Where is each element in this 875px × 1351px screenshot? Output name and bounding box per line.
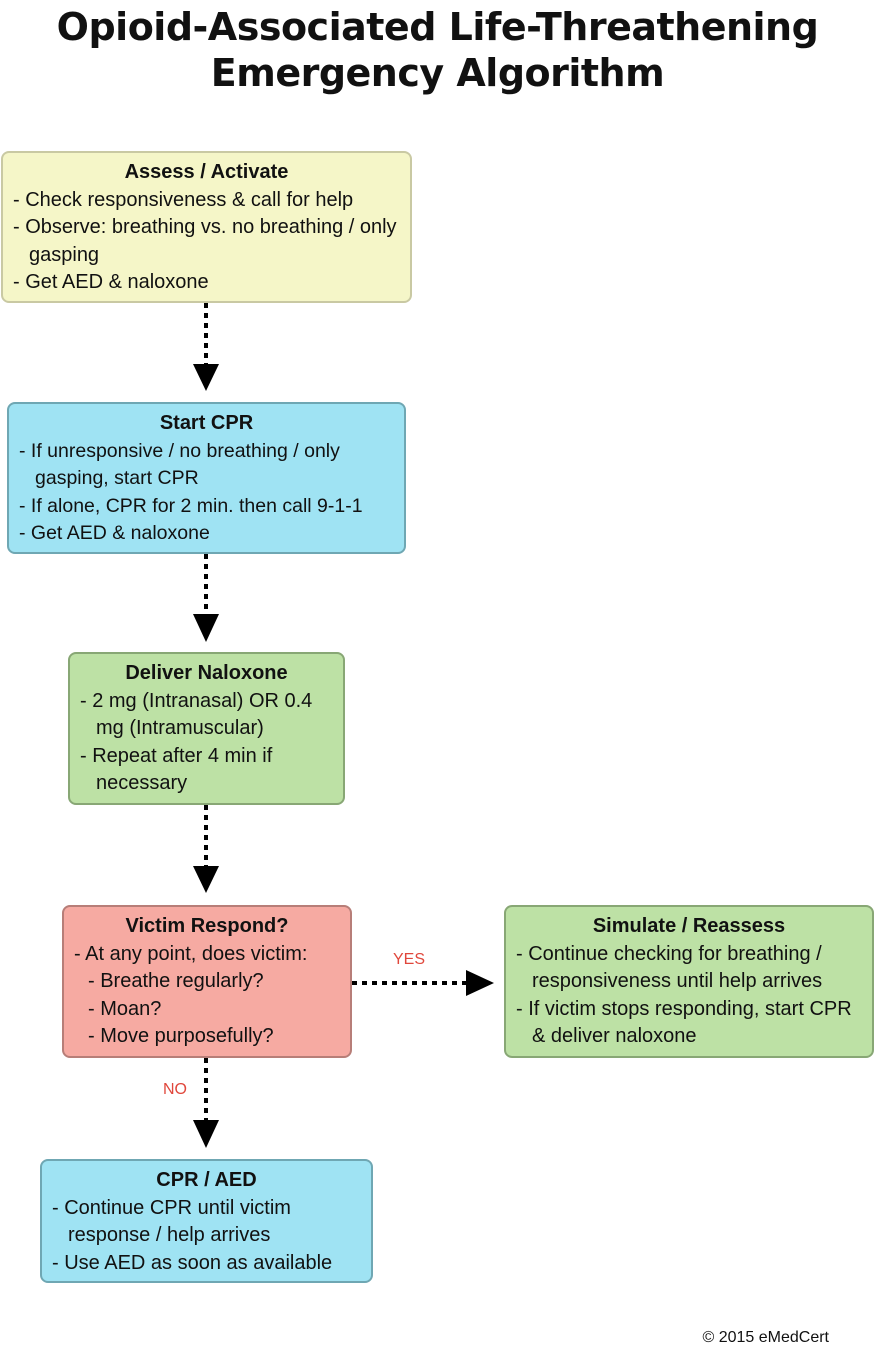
yes-label: YES <box>393 951 426 968</box>
arrowhead-down-1 <box>193 364 219 391</box>
assess-list: Check responsiveness & call for help Obs… <box>13 187 400 297</box>
start-cpr-heading: Start CPR <box>159 412 254 434</box>
respond-subitem: Breathe regularly? <box>74 968 340 996</box>
deliver-naloxone-box: Deliver Naloxone 2 mg (Intranasal) OR 0.… <box>68 652 345 805</box>
title-line-2: Emergency Algorithm <box>210 51 665 95</box>
cpr-aed-list: Continue CPR until victim response / hel… <box>52 1195 361 1278</box>
reassess-list: Continue checking for breathing / respon… <box>516 941 862 1051</box>
start-cpr-item: If unresponsive / no breathing / only ga… <box>19 438 394 493</box>
start-cpr-list: If unresponsive / no breathing / only ga… <box>19 438 394 548</box>
respond-heading: Victim Respond? <box>125 915 289 937</box>
assess-activate-box: Assess / Activate Check responsiveness &… <box>1 151 412 303</box>
cpr-aed-heading: CPR / AED <box>156 1169 257 1191</box>
assess-heading: Assess / Activate <box>124 161 289 183</box>
cpr-aed-box: CPR / AED Continue CPR until victim resp… <box>40 1159 373 1283</box>
page-title: Opioid-Associated Life-Threathening Emer… <box>0 4 875 96</box>
reassess-heading: Simulate / Reassess <box>592 915 786 937</box>
respond-subitem: Move purposefully? <box>74 1023 340 1051</box>
cpr-aed-item: Use AED as soon as available <box>52 1250 361 1278</box>
arrowhead-right <box>466 970 494 996</box>
arrowhead-down-4 <box>193 1120 219 1148</box>
reassess-item: If victim stops responding, start CPR & … <box>516 996 862 1051</box>
copyright-text: © 2015 eMedCert <box>702 1329 829 1346</box>
title-line-1: Opioid-Associated Life-Threathening <box>56 5 819 49</box>
start-cpr-item: If alone, CPR for 2 min. then call 9-1-1 <box>19 493 394 521</box>
assess-item: Check responsiveness & call for help <box>13 187 400 215</box>
no-label: NO <box>163 1081 187 1098</box>
victim-respond-box: Victim Respond? At any point, does victi… <box>62 905 352 1058</box>
respond-subitem: Moan? <box>74 996 340 1024</box>
naloxone-heading: Deliver Naloxone <box>125 662 288 684</box>
naloxone-item: 2 mg (Intranasal) OR 0.4 mg (Intramuscul… <box>80 688 333 743</box>
assess-item: Observe: breathing vs. no breathing / on… <box>13 214 400 269</box>
start-cpr-box: Start CPR If unresponsive / no breathing… <box>7 402 406 554</box>
start-cpr-item: Get AED & naloxone <box>19 520 394 548</box>
simulate-reassess-box: Simulate / Reassess Continue checking fo… <box>504 905 874 1058</box>
arrowhead-down-2 <box>193 614 219 642</box>
cpr-aed-item: Continue CPR until victim response / hel… <box>52 1195 361 1250</box>
assess-item: Get AED & naloxone <box>13 269 400 297</box>
naloxone-list: 2 mg (Intranasal) OR 0.4 mg (Intramuscul… <box>80 688 333 798</box>
reassess-item: Continue checking for breathing / respon… <box>516 941 862 996</box>
arrowhead-down-3 <box>193 866 219 893</box>
respond-item: At any point, does victim: <box>74 941 340 969</box>
naloxone-item: Repeat after 4 min if necessary <box>80 743 333 798</box>
respond-list: At any point, does victim: Breathe regul… <box>74 941 340 1051</box>
